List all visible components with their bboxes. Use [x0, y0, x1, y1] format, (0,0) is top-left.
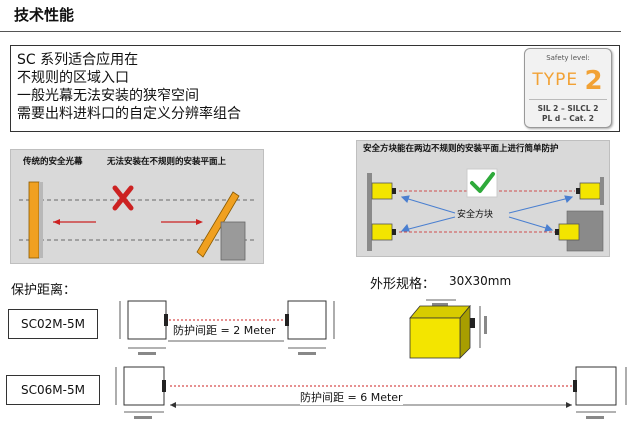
type-word: TYPE	[532, 70, 579, 90]
intro-line-1: SC 系列适合应用在	[17, 52, 139, 68]
traditional-curtain-illustration	[19, 181, 255, 261]
dimension-label: 外形规格：	[370, 277, 436, 292]
type-rating: TYPE 2	[525, 66, 611, 96]
safety-level-label: Safety level:	[546, 54, 590, 62]
distance-label-sc06m: 防护间距 = 6 Meter	[300, 389, 403, 405]
safety-block-label: 安全方块	[457, 210, 494, 220]
safety-block-panel: 安全方块能在两边不规则的安装平面上进行简单防护 安全方块	[356, 140, 610, 257]
page-title: 技术性能	[14, 6, 75, 24]
type-number: 2	[584, 66, 604, 96]
safety-block-caption: 安全方块能在两边不规则的安装平面上进行简单防护	[363, 144, 559, 154]
cube-dimension-icon	[409, 299, 487, 359]
tilted-curtain-icon	[196, 191, 240, 258]
sil-line: SIL 2 – SILCL 2	[537, 104, 599, 113]
sil-rating: SIL 2 – SILCL 2 PL d – Cat. 2	[529, 99, 607, 124]
intro-line-2: 不规则的区域入口	[17, 70, 129, 86]
intro-box: SC 系列适合应用在 不规则的区域入口 一般光幕无法安装的狭窄空间 需要出料进料…	[10, 45, 620, 132]
traditional-caption: 传统的安全光幕	[23, 157, 83, 167]
dimension-value: 30X30mm	[449, 274, 512, 288]
protect-distance-label: 保护距离：	[11, 283, 77, 298]
intro-line-3: 一般光幕无法安装的狭窄空间	[17, 88, 199, 104]
check-mark-icon	[466, 168, 498, 198]
distance-label-sc02m: 防护间距 = 2 Meter	[173, 322, 276, 338]
model-label-sc02m: SC02M-5M	[8, 309, 98, 339]
safety-level-badge: Safety level: TYPE 2 SIL 2 – SILCL 2 PL …	[524, 48, 612, 128]
model-label-sc06m: SC06M-5M	[6, 375, 100, 405]
pl-line: PL d – Cat. 2	[541, 114, 595, 123]
traditional-curtain-panel: 传统的安全光幕 无法安装在不规则的安装平面上	[10, 149, 264, 264]
cross-mark-icon	[112, 185, 134, 211]
safety-block-illustration	[367, 168, 604, 252]
intro-line-4: 需要出料进料口的自定义分辨率组合	[17, 106, 241, 122]
irregular-caption: 无法安装在不规则的安装平面上	[107, 157, 227, 167]
title-divider	[0, 31, 621, 32]
